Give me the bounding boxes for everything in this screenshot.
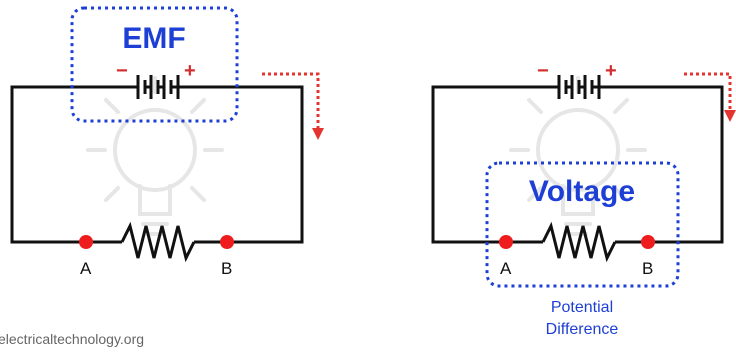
left-node-a-label: A (80, 259, 92, 278)
left-current-arrow-icon (262, 72, 324, 140)
left-resistor-icon (120, 221, 196, 263)
right-box-label: Voltage (529, 175, 635, 208)
right-circuit: − + A B Voltage Potential Difference (431, 60, 736, 338)
left-circuit: − + A B EMF electricaltechnology.org (0, 6, 324, 347)
left-node-a-dot (79, 235, 93, 249)
right-battery-plus: + (605, 60, 617, 82)
left-battery-minus: − (116, 60, 128, 82)
right-bulb-watermark (509, 76, 647, 236)
right-caption-line2: Difference (546, 321, 619, 338)
right-wires (431, 85, 724, 244)
right-battery-minus: − (537, 60, 549, 82)
watermark-text: electricaltechnology.org (0, 331, 144, 347)
right-node-b-label: B (642, 259, 653, 278)
right-resistor-icon (541, 221, 617, 263)
left-emf-highlight-box (70, 6, 239, 123)
left-battery-icon (130, 75, 186, 99)
left-node-b-label: B (221, 259, 232, 278)
right-caption-line1: Potential (551, 299, 613, 316)
right-node-a-dot (499, 235, 513, 249)
right-node-b-dot (641, 235, 655, 249)
left-node-b-dot (220, 235, 234, 249)
right-battery-icon (551, 75, 607, 99)
left-battery-plus: + (184, 60, 196, 82)
right-current-arrow-icon (684, 72, 736, 122)
left-box-label: EMF (122, 22, 185, 55)
left-bulb-watermark (86, 76, 224, 236)
right-voltage-highlight-box (485, 161, 680, 288)
right-node-a-label: A (500, 259, 512, 278)
